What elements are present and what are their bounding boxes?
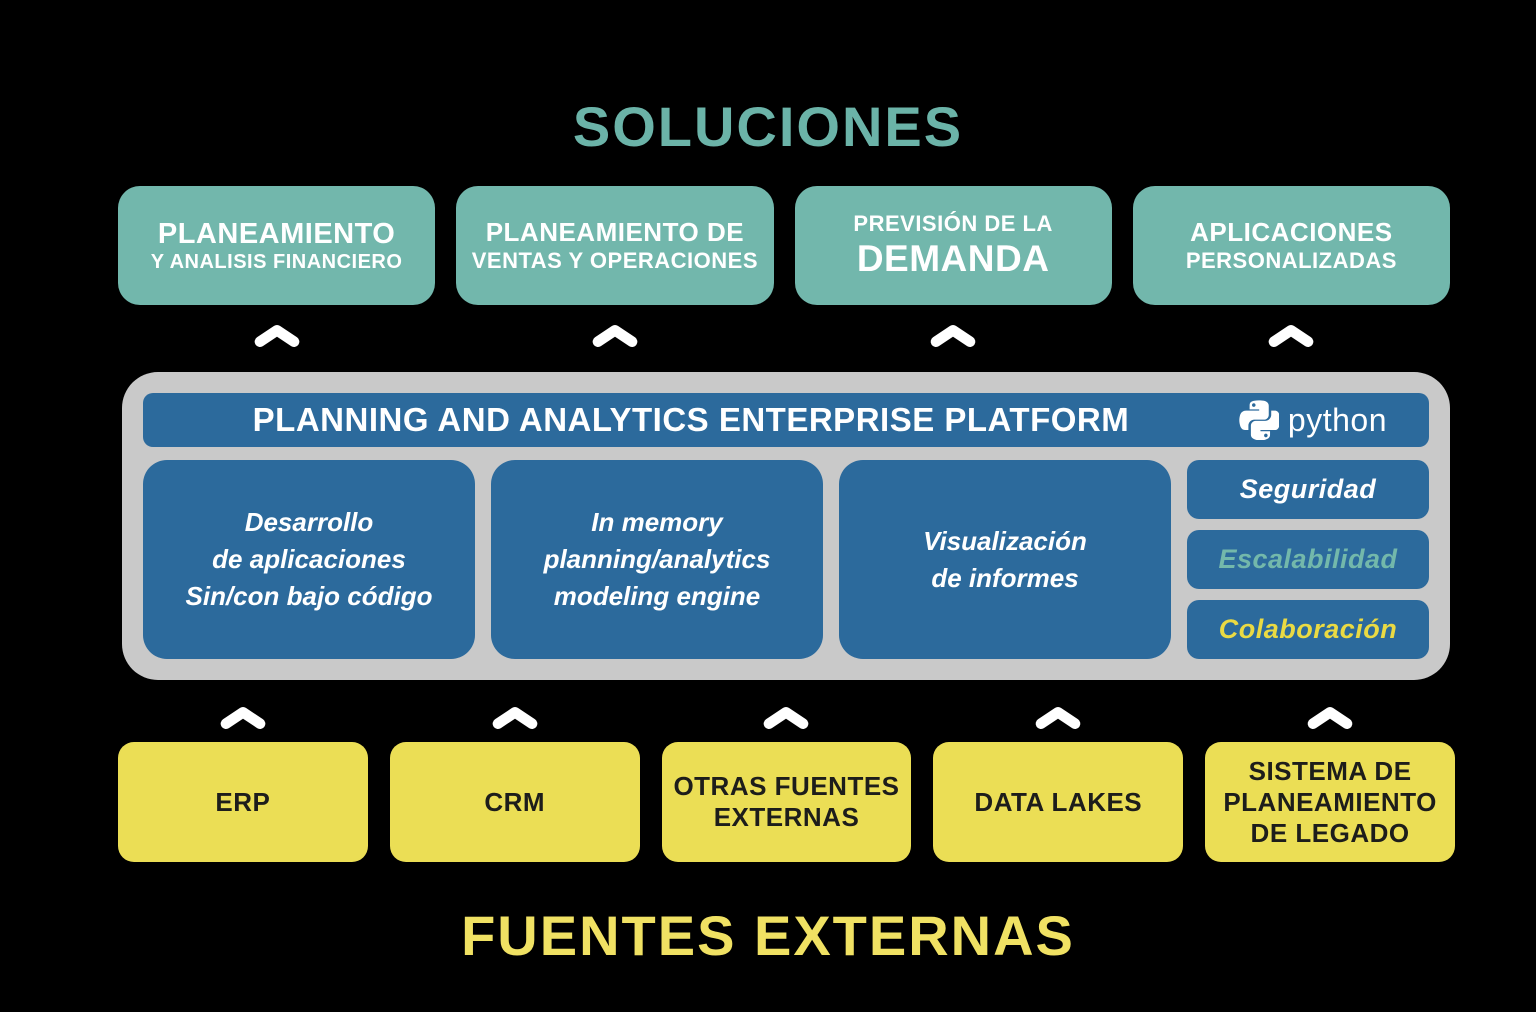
source-box-sistema-legado: SISTEMA DE PLANEAMIENTO DE LEGADO bbox=[1205, 742, 1455, 862]
platform-panel: PLANNING AND ANALYTICS ENTERPRISE PLATFO… bbox=[122, 372, 1450, 680]
solution-box-line2: VENTAS Y OPERACIONES bbox=[471, 247, 759, 273]
solution-box-aplicaciones-personalizadas: APLICACIONES PERSONALIZADAS bbox=[1132, 186, 1450, 305]
source-box-crm: CRM bbox=[389, 742, 640, 862]
feature-colaboracion: Colaboración bbox=[1187, 600, 1429, 659]
module-line: Visualización bbox=[923, 525, 1087, 556]
platform-body: Desarrollo de aplicaciones Sin/con bajo … bbox=[143, 460, 1429, 659]
solution-box-ventas-operaciones: PLANEAMIENTO DE VENTAS Y OPERACIONES bbox=[456, 186, 774, 305]
source-box-line: ERP bbox=[215, 786, 271, 817]
module-line: de aplicaciones bbox=[212, 544, 406, 574]
source-box-data-lakes: DATA LAKES bbox=[933, 742, 1184, 862]
source-box-erp: ERP bbox=[118, 742, 368, 862]
source-box-line: EXTERNAS bbox=[713, 802, 860, 832]
chevron-up-icon bbox=[662, 698, 912, 738]
solution-box-prevision-demanda: PREVISIÓN DE LA DEMANDA bbox=[794, 186, 1112, 305]
python-wordmark: python bbox=[1287, 401, 1387, 438]
module-line: modeling engine bbox=[553, 581, 761, 611]
platform-header-bar: PLANNING AND ANALYTICS ENTERPRISE PLATFO… bbox=[143, 393, 1429, 447]
source-box-line: DATA LAKES bbox=[974, 786, 1143, 817]
source-box-line: DE LEGADO bbox=[1250, 817, 1410, 848]
module-line: Desarrollo bbox=[244, 507, 374, 537]
chevron-up-icon bbox=[456, 316, 773, 356]
sources-row: ERP CRM OTRAS FUENTES EXTERNAS DATA LAKE… bbox=[118, 742, 1455, 862]
solution-box-planeamiento-financiero: PLANEAMIENTO Y ANALISIS FINANCIERO bbox=[118, 186, 436, 305]
module-line: de informes bbox=[931, 562, 1079, 593]
chevron-up-icon bbox=[933, 698, 1183, 738]
solutions-row: PLANEAMIENTO Y ANALISIS FINANCIERO PLANE… bbox=[118, 186, 1450, 305]
module-line: Sin/con bajo código bbox=[185, 581, 433, 611]
fuentes-externas-title: FUENTES EXTERNAS bbox=[461, 904, 1075, 967]
python-icon bbox=[1239, 400, 1279, 440]
source-box-otras-fuentes: OTRAS FUENTES EXTERNAS bbox=[661, 742, 912, 862]
module-line: planning/analytics bbox=[543, 544, 771, 574]
source-box-line: OTRAS FUENTES bbox=[673, 771, 900, 801]
solution-box-line1: APLICACIONES bbox=[1190, 217, 1393, 248]
chevron-up-icon bbox=[1205, 698, 1455, 738]
chevron-up-icon bbox=[118, 316, 435, 356]
chevron-up-icon bbox=[118, 698, 368, 738]
platform-module-in-memory-engine: In memory planning/analytics modeling en… bbox=[491, 460, 823, 659]
solution-box-line1: PREVISIÓN DE LA bbox=[853, 210, 1053, 236]
feature-seguridad: Seguridad bbox=[1187, 460, 1429, 519]
platform-features-column: Seguridad Escalabilidad Colaboración bbox=[1187, 460, 1429, 659]
platform-header-title: PLANNING AND ANALYTICS ENTERPRISE PLATFO… bbox=[252, 401, 1130, 438]
solution-box-line1: PLANEAMIENTO DE bbox=[485, 217, 745, 248]
platform-module-visualizacion: Visualización de informes bbox=[839, 460, 1171, 659]
chevron-up-icon bbox=[390, 698, 640, 738]
solution-box-line2: DEMANDA bbox=[856, 237, 1050, 279]
source-box-line: CRM bbox=[484, 786, 546, 817]
chevron-up-icon bbox=[795, 316, 1112, 356]
platform-module-desarrollo: Desarrollo de aplicaciones Sin/con bajo … bbox=[143, 460, 475, 659]
python-logo: python bbox=[1239, 400, 1387, 440]
solution-box-line2: Y ANALISIS FINANCIERO bbox=[150, 250, 403, 273]
solution-box-line2: PERSONALIZADAS bbox=[1185, 247, 1397, 273]
soluciones-title: SOLUCIONES bbox=[572, 95, 964, 158]
module-line: In memory bbox=[591, 507, 723, 537]
source-box-line: SISTEMA DE bbox=[1248, 755, 1412, 786]
chevron-up-icon bbox=[1133, 316, 1450, 356]
chevrons-sources-to-platform bbox=[118, 698, 1455, 738]
source-box-line: PLANEAMIENTO bbox=[1223, 786, 1437, 817]
solution-box-line1: PLANEAMIENTO bbox=[157, 217, 396, 250]
chevrons-platform-to-solutions bbox=[118, 316, 1450, 356]
feature-escalabilidad: Escalabilidad bbox=[1187, 530, 1429, 589]
